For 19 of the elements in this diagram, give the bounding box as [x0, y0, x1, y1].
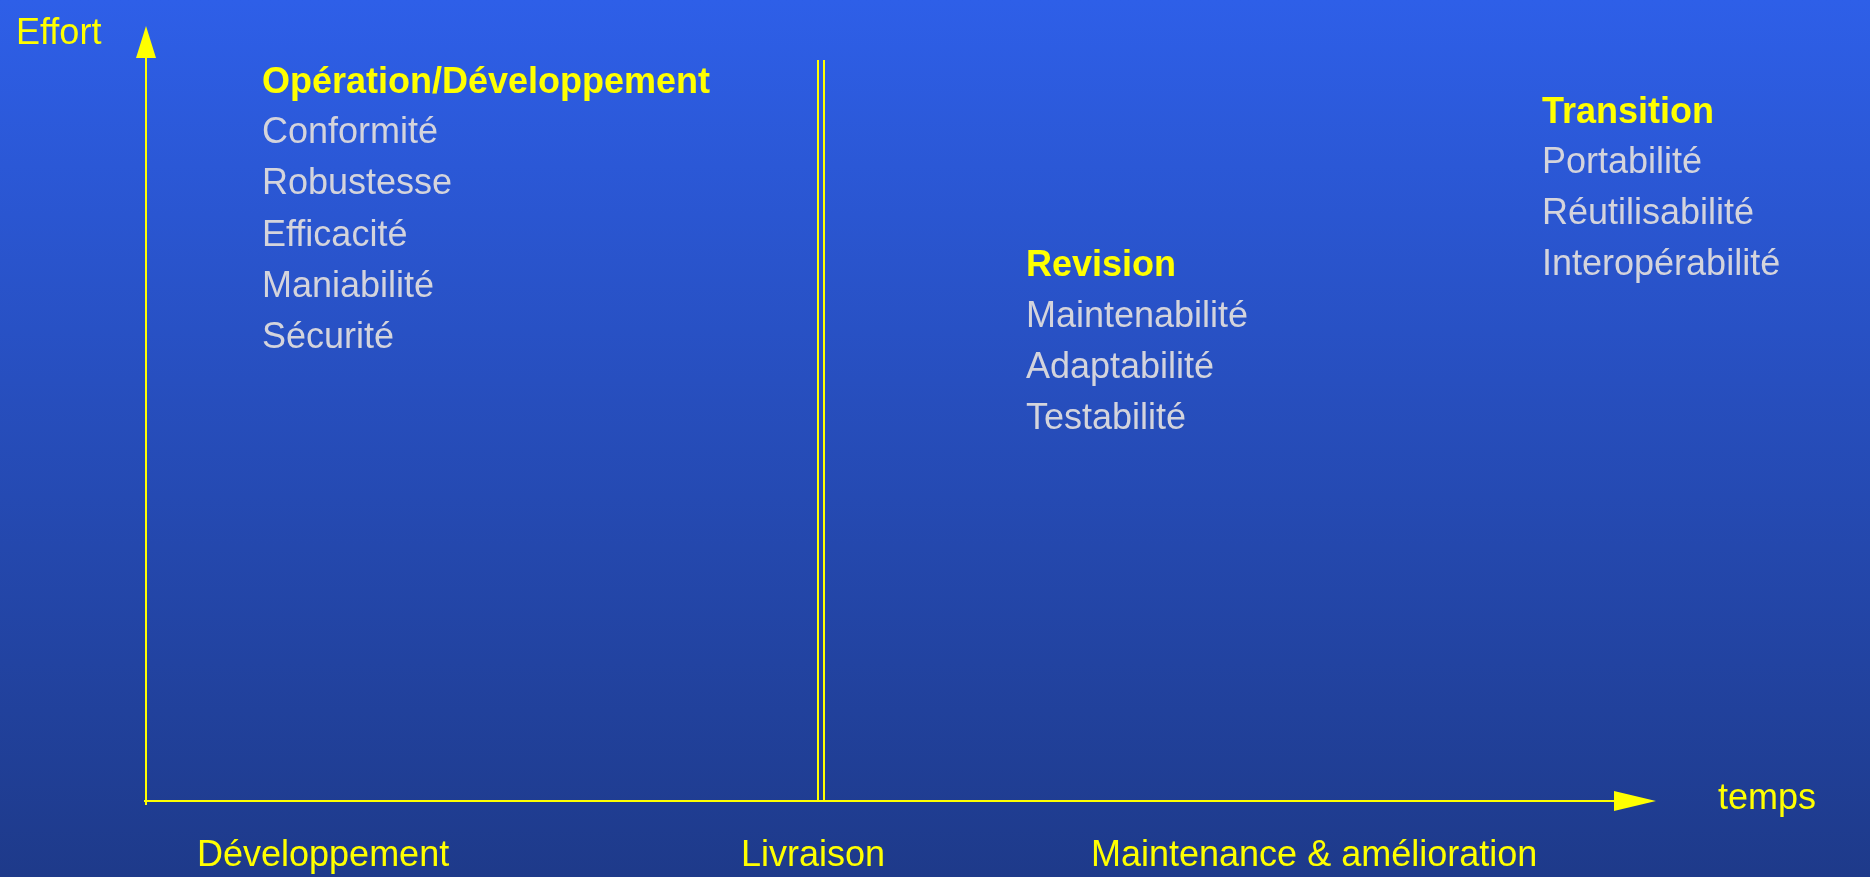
quality-factor: Interopérabilité: [1542, 241, 1781, 285]
quality-factor: Maintenabilité: [1026, 293, 1249, 337]
quality-factor: Portabilité: [1542, 139, 1703, 183]
quality-factor: Testabilité: [1026, 395, 1187, 439]
quality-factor: Robustesse: [262, 160, 453, 204]
quality-factor: Sécurité: [262, 314, 395, 358]
axis-label: temps: [1718, 775, 1817, 819]
quality-factor: Efficacité: [262, 212, 408, 256]
category-heading: Opération/Développement: [262, 59, 711, 103]
phase-label: Maintenance & amélioration: [1091, 832, 1538, 876]
category-heading: Transition: [1542, 89, 1715, 133]
quality-factor: Réutilisabilité: [1542, 190, 1755, 234]
phase-label: Développement: [197, 832, 450, 876]
category-heading: Revision: [1026, 242, 1177, 286]
phase-label: Livraison: [741, 832, 886, 876]
axis-label: Effort: [16, 10, 102, 54]
quality-factor: Conformité: [262, 109, 439, 153]
quality-factor: Adaptabilité: [1026, 344, 1215, 388]
quality-factor: Maniabilité: [262, 263, 435, 307]
